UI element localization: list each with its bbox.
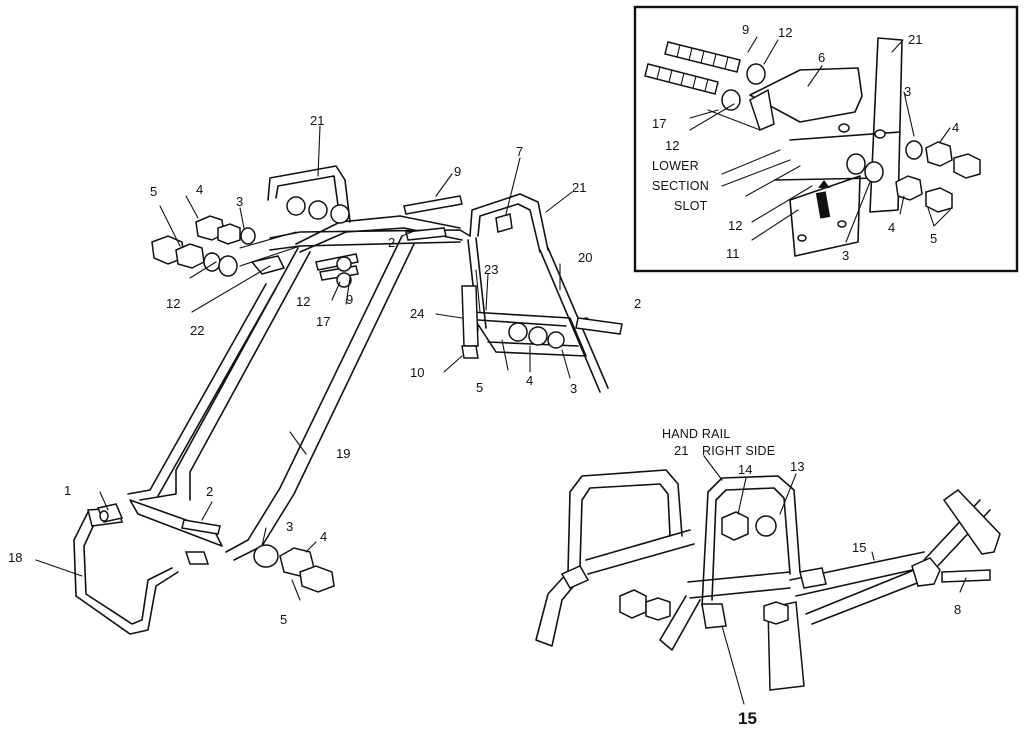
callout-2: 2 [388, 235, 395, 250]
label-slot: SLOT [674, 199, 708, 213]
rail-loop-left [567, 469, 683, 573]
callout-5-right: 5 [476, 380, 483, 395]
nut-4-upper [217, 223, 241, 245]
frame-21-right [469, 193, 549, 251]
callout-2-lower: 2 [206, 484, 213, 499]
callout-5-lower: 5 [280, 612, 287, 627]
callout-10: 10 [410, 365, 424, 380]
bolt-2-lower [181, 519, 221, 535]
inset-callout-5: 5 [930, 231, 937, 246]
cap-10 [461, 345, 479, 359]
callout-3-right: 3 [570, 381, 577, 396]
inset-callout-3: 3 [904, 84, 911, 99]
callout-4: 4 [196, 182, 203, 197]
rail-callout-13: 13 [790, 459, 804, 474]
callout-21-right: 21 [572, 180, 586, 195]
washer-3-lower [253, 544, 279, 568]
callout-17: 17 [316, 314, 330, 329]
callout-5: 5 [150, 184, 157, 199]
inset-callout-3b: 3 [842, 248, 849, 263]
nut-5b [925, 187, 953, 213]
bolt-2-upper [405, 227, 447, 241]
rail-15 [789, 551, 931, 625]
callout-12-center: 12 [296, 294, 310, 309]
nut-5-lower [299, 565, 335, 593]
callout-4-lower: 4 [320, 529, 327, 544]
callout-19: 19 [336, 446, 350, 461]
ubar-18 [73, 511, 179, 635]
handle-grip [942, 489, 1001, 555]
bolt-17 [644, 63, 719, 95]
tube-19a [139, 247, 311, 501]
rail-callout-21: 21 [674, 443, 688, 458]
washer-12-upper [218, 255, 238, 277]
callout-7: 7 [516, 144, 523, 159]
callout-20: 20 [578, 250, 592, 265]
inset-callout-6: 6 [818, 50, 825, 65]
rail-loop-21 [701, 475, 801, 607]
rail-callout-15: 15 [852, 540, 866, 555]
label-section: SECTION [652, 179, 709, 193]
inset-callout-12c: 12 [728, 218, 742, 233]
rail-callout-15-bold: 15 [738, 709, 757, 728]
callout-3-lower: 3 [286, 519, 293, 534]
bar-21-inset [869, 37, 903, 213]
callout-22: 22 [190, 323, 204, 338]
nut-4b [895, 175, 923, 201]
washer-3 [905, 140, 923, 160]
callout-9: 9 [454, 164, 461, 179]
rail-callout-14: 14 [738, 462, 752, 477]
callout-21: 21 [310, 113, 324, 128]
bushing-24 [461, 285, 479, 347]
nut-4 [925, 141, 953, 167]
nut-14 [721, 511, 749, 541]
inset-callout-12: 12 [778, 25, 792, 40]
washer-12b [721, 89, 741, 111]
rail-callout-8: 8 [954, 602, 961, 617]
handle-assembly: 21 9 7 21 5 4 3 2 23 20 2 12 12 17 9 22 … [8, 113, 641, 635]
callout-4-right: 4 [526, 373, 533, 388]
callout-9-center: 9 [346, 292, 353, 307]
inset-callout-4b: 4 [888, 220, 895, 235]
callout-1: 1 [64, 483, 71, 498]
callout-23: 23 [484, 262, 498, 277]
callout-24: 24 [410, 306, 424, 321]
washer-12 [746, 63, 766, 85]
inset-callout-11: 11 [726, 246, 740, 261]
washer-13 [755, 515, 777, 537]
callout-2-right: 2 [634, 296, 641, 311]
label-lower: LOWER [652, 159, 699, 173]
tube-19b [225, 235, 415, 561]
hand-rail-assembly: HAND RAIL 21 RIGHT SIDE 14 13 15 8 15 [535, 427, 1001, 728]
bracket-7 [495, 213, 513, 233]
callout-12: 12 [166, 296, 180, 311]
inset-callout-17: 17 [652, 116, 666, 131]
nut-5 [953, 153, 981, 179]
bolt-8 [941, 569, 991, 583]
washer-12c [846, 153, 866, 175]
bolt-9-upper [403, 195, 463, 215]
washer-3-upper [240, 227, 256, 245]
inset-callout-4: 4 [952, 120, 959, 135]
callout-18: 18 [8, 550, 22, 565]
inset-border [633, 5, 1019, 273]
detail-inset: 9 12 6 21 17 12 LOWER SECTION SLOT 3 4 1… [633, 5, 1019, 273]
brace-23 [469, 311, 587, 357]
inset-callout-21: 21 [908, 32, 922, 47]
bracket-6 [749, 67, 863, 123]
washer-3b [864, 161, 884, 183]
inset-callout-9: 9 [742, 22, 749, 37]
bolt-2-right [575, 317, 623, 335]
inset-callout-12b: 12 [665, 138, 679, 153]
label-hand-rail: HAND RAIL [662, 427, 730, 441]
plate-11 [789, 175, 861, 257]
callout-3: 3 [236, 194, 243, 209]
lower-crossbar [129, 499, 223, 547]
label-right-side: RIGHT SIDE [702, 444, 775, 458]
frame-21-left [267, 165, 351, 223]
